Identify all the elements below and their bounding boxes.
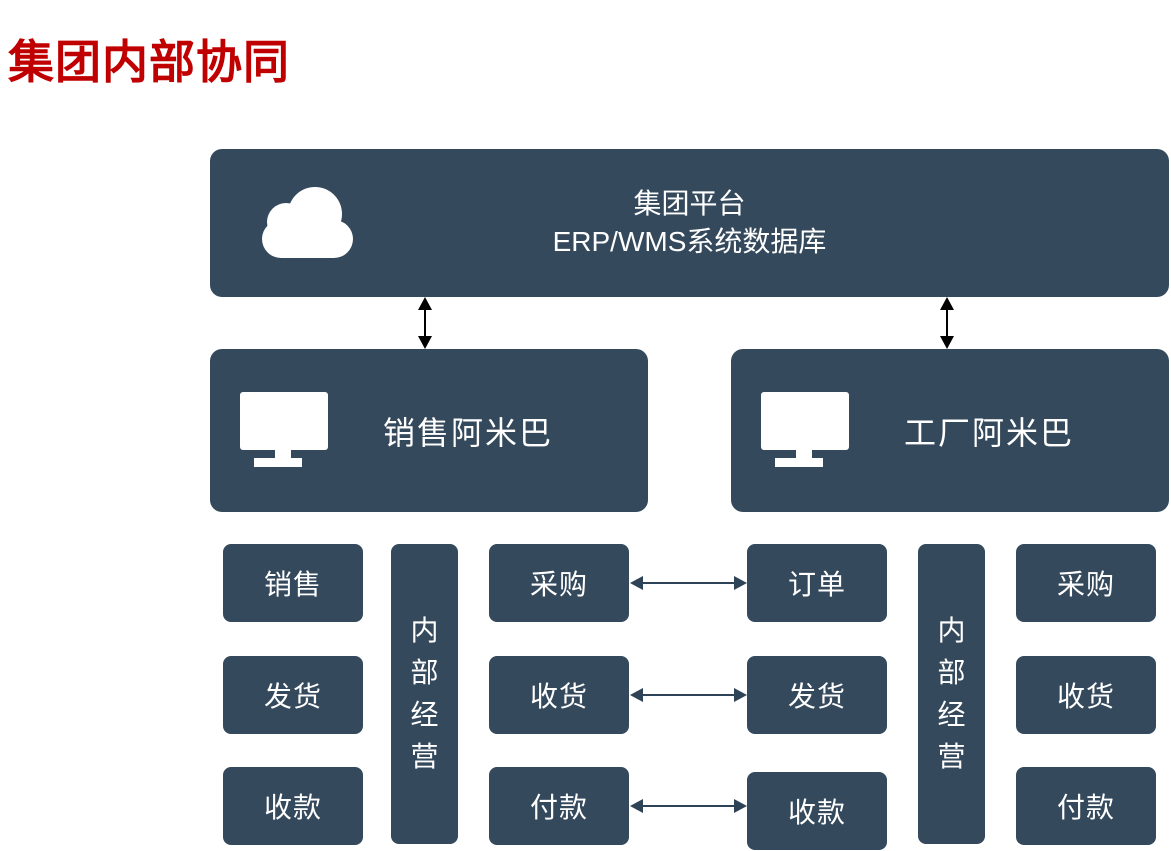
sales-internal-operation-label: 内部经营 [410, 615, 439, 772]
sales-outer-box-2: 发货 [223, 656, 363, 734]
sales-amoeba-box: 销售阿米巴 [210, 349, 648, 512]
platform-sales-arrow [424, 308, 426, 338]
link-purchase-order-arrow [641, 582, 736, 584]
sales-outer-box-3: 收款 [223, 767, 363, 845]
factory-amoeba-box: 工厂阿米巴 [731, 349, 1169, 512]
factory-inner-box-3: 收款 [747, 772, 887, 850]
factory-outer-box-2: 收货 [1016, 656, 1156, 734]
sales-amoeba-label: 销售阿米巴 [383, 414, 554, 451]
link-receive-ship-arrow [641, 694, 736, 696]
sales-outer-box-1: 销售 [223, 544, 363, 622]
factory-outer-box-1: 采购 [1016, 544, 1156, 622]
link-pay-collect-arrow [641, 805, 736, 807]
factory-inner-box-1: 订单 [747, 544, 887, 622]
factory-outer-box-3: 付款 [1016, 767, 1156, 845]
platform-name: 集团平台 [633, 188, 746, 219]
sales-inner-box-1: 采购 [489, 544, 629, 622]
platform-box: 集团平台 ERP/WMS系统数据库 [210, 149, 1169, 297]
factory-inner-box-2: 发货 [747, 656, 887, 734]
platform-subtitle: ERP/WMS系统数据库 [552, 226, 827, 257]
page-title: 集团内部协同 [8, 36, 290, 88]
sales-internal-operation-bar: 内部经营 [391, 544, 458, 844]
factory-internal-operation-bar: 内部经营 [918, 544, 985, 844]
sales-inner-box-3: 付款 [489, 767, 629, 845]
sales-inner-box-2: 收货 [489, 656, 629, 734]
platform-label: 集团平台 ERP/WMS系统数据库 [210, 149, 1169, 297]
monitor-icon [761, 391, 849, 467]
monitor-icon [240, 391, 328, 467]
factory-internal-operation-label: 内部经营 [937, 615, 966, 772]
factory-amoeba-label: 工厂阿米巴 [904, 414, 1075, 451]
platform-factory-arrow [946, 308, 948, 338]
cloud-icon [262, 187, 353, 258]
